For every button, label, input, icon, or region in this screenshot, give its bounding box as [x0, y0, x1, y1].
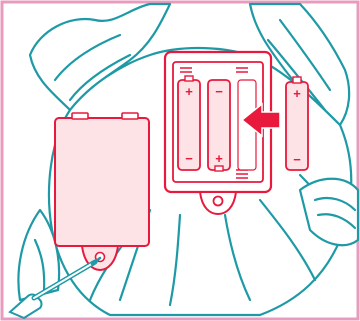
battery-installed-1: + −: [178, 76, 200, 170]
battery-plus-sign: +: [215, 151, 223, 166]
battery-cover-removed: [55, 113, 149, 270]
battery-plus-sign: +: [185, 84, 193, 99]
battery-plus-sign: +: [293, 86, 301, 101]
battery-compartment: + − − +: [165, 52, 271, 214]
battery-minus-sign: −: [215, 84, 223, 99]
screw-hole: [214, 197, 223, 206]
battery-loose: + −: [286, 77, 308, 170]
battery-minus-sign: −: [293, 152, 301, 167]
battery-minus-sign: −: [185, 151, 193, 166]
battery-installed-2: − +: [208, 80, 230, 171]
